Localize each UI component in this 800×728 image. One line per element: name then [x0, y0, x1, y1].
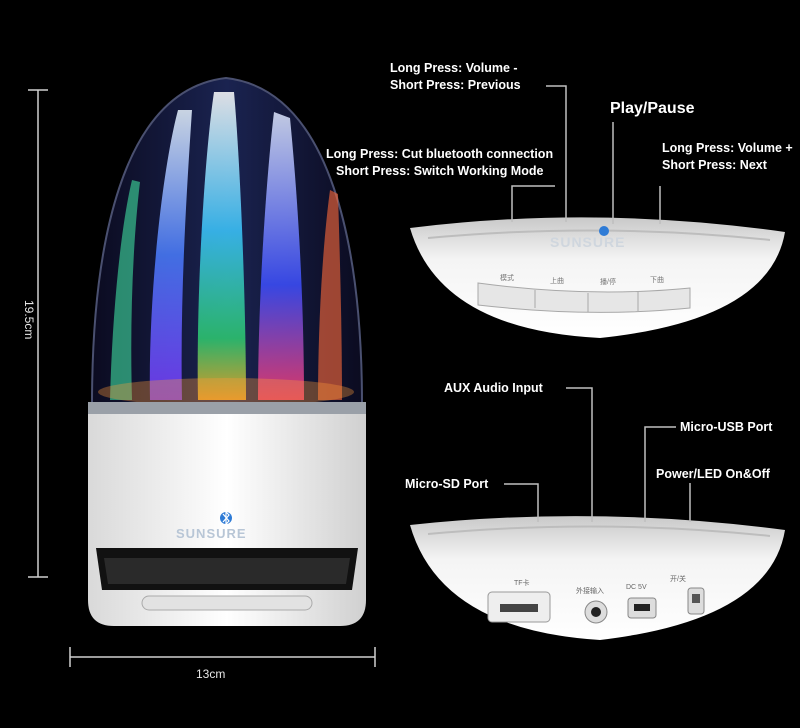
callout-mode: Long Press: Cut bluetooth connection Sho… — [326, 146, 553, 180]
port-label-dc: DC 5V — [626, 584, 647, 591]
height-dimension-line — [28, 89, 48, 578]
panel-button-label-mode: 模式 — [500, 275, 514, 282]
speaker-chrome-ring — [88, 402, 366, 414]
callout-aux-input: AUX Audio Input — [444, 381, 543, 395]
speaker-dome — [90, 76, 364, 406]
callout-volume-up: Long Press: Volume + Short Press: Next — [662, 140, 793, 174]
bluetooth-icon — [220, 510, 232, 526]
callout-volume-up-long: Long Press: Volume + — [662, 141, 793, 155]
callout-micro-sd: Micro-SD Port — [405, 477, 489, 491]
port-label-tf: TF卡 — [514, 580, 530, 587]
callout-power-led: Power/LED On&Off — [656, 467, 770, 481]
bottom-port-panel — [410, 516, 785, 640]
callout-volume-up-short: Short Press: Next — [662, 158, 767, 172]
width-dimension-line — [69, 647, 376, 667]
top-panel-bluetooth-icon — [599, 226, 609, 236]
height-label: 19.5cm — [22, 300, 36, 340]
callout-volume-down-long: Long Press: Volume - — [390, 61, 518, 75]
panel-button-label-next: 下曲 — [650, 277, 664, 284]
top-control-panel — [410, 217, 785, 338]
callout-micro-usb: Micro-USB Port — [680, 420, 773, 434]
width-label: 13cm — [196, 667, 226, 681]
panel-button-label-previous: 上曲 — [550, 278, 564, 285]
callout-volume-down-short: Short Press: Previous — [390, 78, 521, 92]
callout-mode-long: Long Press: Cut bluetooth connection — [326, 147, 554, 161]
port-label-power: 开/关 — [670, 576, 686, 583]
brand-logo: SUNSURE — [176, 526, 247, 541]
panel-button-label-play: 播/停 — [600, 279, 616, 286]
callout-play-pause: Play/Pause — [610, 100, 695, 117]
port-label-aux: 外接输入 — [576, 588, 604, 595]
speaker-base — [88, 414, 366, 626]
callout-lines-top — [511, 85, 661, 224]
callout-mode-short: Short Press: Switch Working Mode — [336, 164, 544, 178]
callout-volume-down: Long Press: Volume - Short Press: Previo… — [390, 60, 521, 94]
panel-brand-logo: SUNSURE — [550, 234, 626, 250]
callout-lines-bottom — [504, 387, 691, 522]
